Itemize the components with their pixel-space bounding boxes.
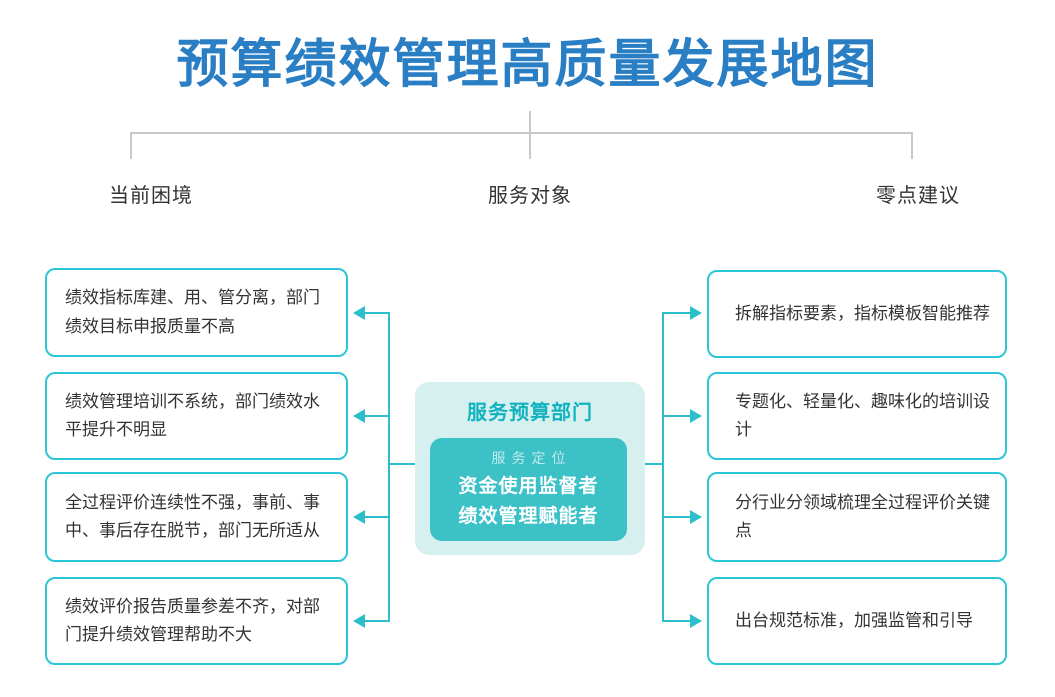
- connector-right-branch-4: [664, 620, 692, 622]
- connector-right-vertical-line: [662, 312, 664, 622]
- problem-box: 绩效指标库建、用、管分离，部门绩效目标申报质量不高: [45, 268, 348, 357]
- connector-left-branch-2: [363, 415, 390, 417]
- problem-box: 绩效评价报告质量参差不齐，对部门提升绩效管理帮助不大: [45, 577, 348, 665]
- arrow-left-icon: [353, 306, 365, 320]
- center-panel: 服务预算部门 服务定位 资金使用监督者 绩效管理赋能者: [415, 382, 645, 555]
- arrow-left-icon: [353, 614, 365, 628]
- service-position-line1: 资金使用监督者: [458, 476, 599, 498]
- suggestion-box-text: 拆解指标要素，指标模板智能推荐: [735, 303, 990, 323]
- suggestion-box: 出台规范标准，加强监管和引导: [707, 577, 1007, 665]
- problem-box-text: 全过程评价连续性不强，事前、事中、事后存在脱节，部门无所适从: [65, 492, 320, 540]
- column-label-current-difficulties: 当前困境: [109, 185, 193, 207]
- problem-box-text: 绩效指标库建、用、管分离，部门绩效目标申报质量不高: [65, 288, 320, 336]
- arrow-right-icon: [690, 306, 702, 320]
- bracket-horizontal-line: [130, 132, 913, 134]
- suggestion-box-text: 专题化、轻量化、趣味化的培训设计: [735, 391, 990, 439]
- service-position-card: 服务定位 资金使用监督者 绩效管理赋能者: [430, 438, 627, 541]
- suggestion-box: 专题化、轻量化、趣味化的培训设计: [707, 372, 1007, 460]
- connector-left-branch-4: [363, 620, 390, 622]
- connector-right-branch-1: [664, 312, 692, 314]
- suggestion-box: 分行业分领域梳理全过程评价关键点: [707, 472, 1007, 562]
- connector-left-vertical-line: [388, 312, 390, 622]
- connector-left-branch-3: [363, 516, 390, 518]
- column-label-suggestions: 零点建议: [876, 185, 960, 207]
- service-position-line2: 绩效管理赋能者: [458, 505, 599, 527]
- bracket-drop-left: [130, 132, 132, 159]
- connector-left-feed-line: [388, 463, 415, 465]
- problem-box: 全过程评价连续性不强，事前、事中、事后存在脱节，部门无所适从: [45, 472, 348, 562]
- column-label-service-object: 服务对象: [488, 185, 572, 207]
- connector-right-feed-line: [645, 463, 664, 465]
- problem-box: 绩效管理培训不系统，部门绩效水平提升不明显: [45, 372, 348, 460]
- suggestion-box: 拆解指标要素，指标模板智能推荐: [707, 270, 1007, 358]
- bracket-stem: [529, 111, 531, 133]
- arrow-right-icon: [690, 409, 702, 423]
- page-title: 预算绩效管理高质量发展地图: [176, 36, 879, 94]
- bracket-drop-right: [911, 132, 913, 159]
- connector-left-branch-1: [363, 312, 390, 314]
- suggestion-box-text: 分行业分领域梳理全过程评价关键点: [735, 492, 990, 540]
- center-panel-header: 服务预算部门: [467, 402, 593, 424]
- connector-right-branch-3: [664, 516, 692, 518]
- problem-box-text: 绩效评价报告质量参差不齐，对部门提升绩效管理帮助不大: [65, 596, 320, 644]
- arrow-right-icon: [690, 510, 702, 524]
- arrow-left-icon: [353, 510, 365, 524]
- connector-right-branch-2: [664, 415, 692, 417]
- arrow-right-icon: [690, 614, 702, 628]
- problem-box-text: 绩效管理培训不系统，部门绩效水平提升不明显: [65, 391, 320, 439]
- service-position-subtitle: 服务定位: [491, 450, 572, 467]
- suggestion-box-text: 出台规范标准，加强监管和引导: [735, 610, 973, 630]
- bracket-drop-center: [529, 132, 531, 159]
- arrow-left-icon: [353, 409, 365, 423]
